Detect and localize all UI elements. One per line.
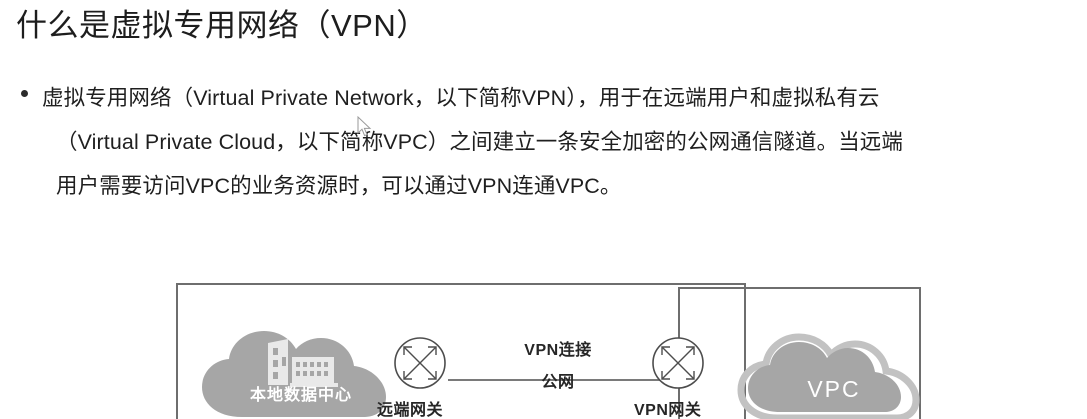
local-site-connector-line	[744, 283, 746, 342]
cloud-shape-icon	[737, 333, 920, 419]
local-site-boundary	[176, 283, 746, 419]
remote-gateway-label: 远端网关	[377, 402, 444, 419]
bullet-list-item: 虚拟专用网络（Virtual Private Network，以下简称VPN），…	[14, 76, 1079, 208]
public-network-link-line	[448, 379, 664, 381]
body-line-3: 用户需要访问VPC的业务资源时，可以通过VPN连通VPC。	[56, 174, 622, 198]
building-icon	[268, 339, 338, 387]
vpc-cloud: VPC	[734, 330, 934, 419]
bullet-dot-icon	[21, 90, 28, 97]
body-line-1: 虚拟专用网络（Virtual Private Network，以下简称VPN），…	[42, 86, 880, 110]
router-icon	[652, 337, 704, 389]
router-icon	[394, 337, 446, 389]
local-data-center-cloud: 本地数据中心	[196, 325, 406, 419]
body-line-2: （Virtual Private Cloud，以下简称VPC）之间建立一条安全加…	[56, 130, 903, 154]
bullet-block: 虚拟专用网络（Virtual Private Network，以下简称VPN），…	[14, 76, 1079, 208]
page-title: 什么是虚拟专用网络（VPN）	[16, 8, 428, 43]
vpn-gateway-label: VPN网关	[634, 402, 702, 419]
cloud-site-connector-line	[678, 287, 680, 342]
public-network-label: 公网	[541, 374, 575, 391]
vpn-connection-label: VPN连接	[524, 342, 592, 359]
